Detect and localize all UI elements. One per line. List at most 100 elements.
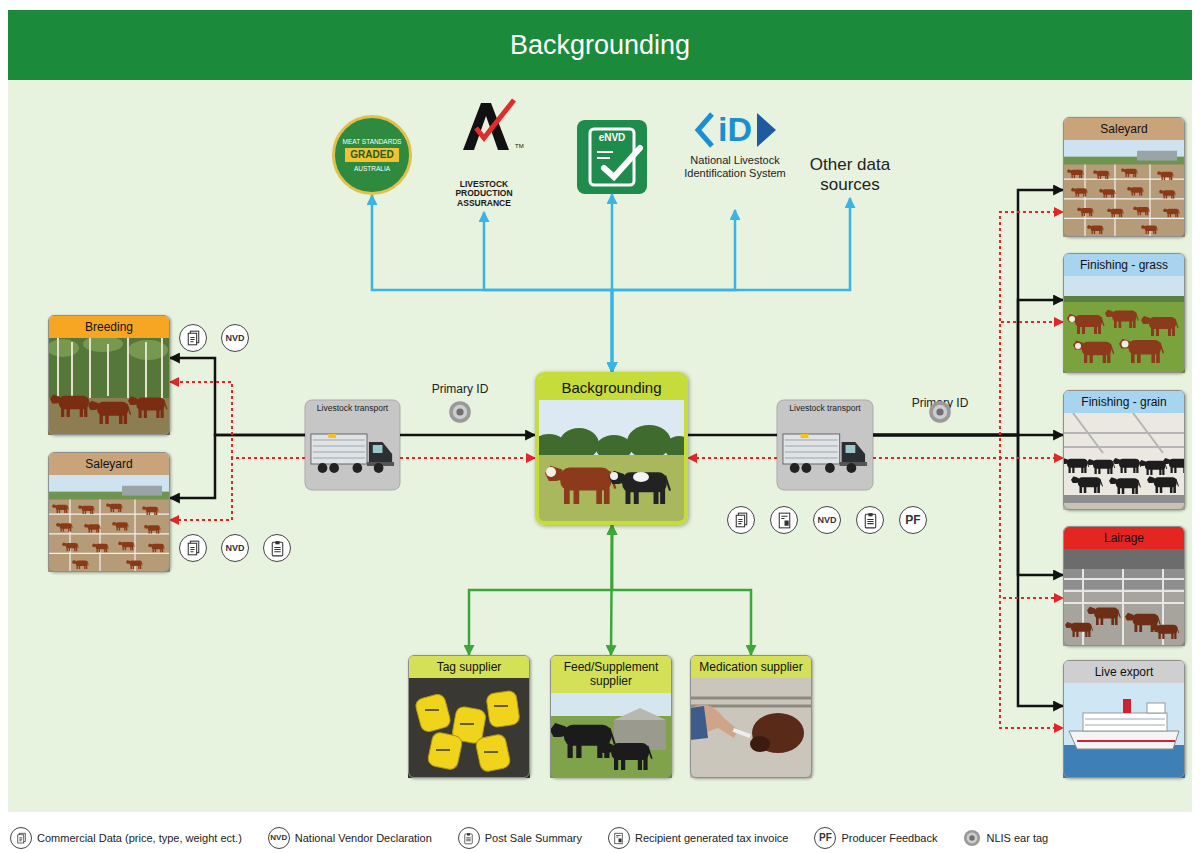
flow-connector — [612, 525, 751, 655]
badge-icon — [774, 510, 795, 531]
central-card: Backgrounding — [535, 372, 688, 525]
ear-tag-icon — [448, 400, 472, 424]
document-badge: NVD — [221, 534, 249, 562]
illustration-shape — [531, 400, 693, 521]
node-text: Livestock transport — [777, 400, 873, 414]
badge-icon-shape — [272, 541, 283, 556]
document-badge — [770, 506, 798, 534]
illustration-shape — [783, 434, 867, 473]
document-badge — [179, 534, 207, 562]
id-label: Primary ID — [410, 382, 510, 396]
flow-connector — [873, 435, 1063, 575]
illustration-shape — [463, 103, 509, 150]
legend-text: NLIS ear tag — [986, 832, 1048, 844]
badge-icon — [267, 538, 288, 559]
node-text: AUSTRALIA — [354, 165, 390, 172]
node-text: National Livestock Identification System — [676, 154, 794, 180]
logo-badge: eNVD — [577, 120, 647, 194]
flow-connector — [873, 212, 1063, 458]
flow-connector — [873, 300, 1063, 435]
nlis-logo-mark — [698, 113, 776, 147]
flow-connector — [873, 458, 1063, 598]
illustration-shape — [408, 678, 530, 778]
badge-icon — [731, 510, 752, 531]
badge-icon — [928, 400, 952, 424]
legend-item: Commercial Data (price, type, weight ect… — [10, 827, 242, 849]
illustration-shape — [476, 100, 514, 138]
illustration-shape — [1061, 413, 1191, 510]
badge-icon-shape — [615, 833, 623, 844]
flow-connector — [688, 434, 777, 437]
document-badge: PF — [899, 506, 927, 534]
document-badge — [458, 827, 480, 849]
stage-card: Live export — [1063, 660, 1185, 778]
flow-connector — [170, 458, 305, 520]
legend: Commercial Data (price, type, weight ect… — [10, 825, 1074, 851]
badge-text: NVD — [817, 516, 836, 525]
card-heading: Medication supplier — [691, 656, 811, 678]
stage-card: Saleyard — [48, 452, 170, 572]
envd-icon — [577, 120, 647, 194]
node-text: iD — [718, 112, 752, 146]
card-pictures — [47, 140, 1191, 778]
node-text: MEAT STANDARDS — [343, 138, 402, 145]
card-heading: Live export — [1064, 661, 1184, 683]
document-badge — [608, 827, 630, 849]
logo-badge: MEAT STANDARDS GRADED AUSTRALIA — [332, 115, 412, 195]
document-badge — [727, 506, 755, 534]
badge-icon-shape — [929, 401, 951, 423]
stage-card: Finishing - grass — [1063, 253, 1185, 373]
supplier-card: Tag supplier — [408, 655, 530, 778]
illustration-shape — [47, 336, 170, 435]
card-heading: Lairage — [1064, 527, 1184, 549]
flow-connector — [400, 457, 535, 459]
illustration-shape — [604, 148, 640, 177]
badge-icon-shape — [865, 513, 876, 528]
stage-card: Saleyard — [1063, 117, 1185, 237]
badge-icon-shape — [465, 833, 473, 844]
legend-text: National Vendor Declaration — [295, 832, 432, 844]
badge-text: NVD — [225, 544, 244, 553]
illustration-shape — [1063, 140, 1185, 237]
illustration-shape — [1063, 683, 1185, 778]
node-text: GRADED — [345, 148, 398, 162]
flow-connector — [170, 382, 305, 458]
flow-connector — [873, 458, 1063, 728]
document-badge — [10, 827, 32, 849]
card-heading: Breeding — [49, 316, 169, 338]
illustration-shape — [757, 113, 776, 147]
badge-icon — [448, 400, 472, 424]
badge-text: PF — [905, 514, 920, 526]
badge-icon — [461, 831, 476, 846]
ear-tag-icon — [963, 829, 981, 847]
legend-text: Post Sale Summary — [485, 832, 582, 844]
legend-text: Recipient generated tax invoice — [635, 832, 788, 844]
flow-connector — [873, 435, 1063, 706]
badge-icon-shape — [188, 331, 199, 345]
flow-connector — [484, 212, 612, 372]
document-badge — [263, 534, 291, 562]
flow-connector — [400, 434, 535, 437]
node-text: Livestock transport — [305, 400, 400, 414]
transport-box: Livestock transport — [305, 400, 400, 490]
illustration-shape — [577, 120, 647, 194]
stage-card: Lairage — [1063, 526, 1185, 646]
illustration-shape — [690, 678, 812, 778]
legend-item: Post Sale Summary — [458, 827, 582, 849]
flow-connector — [612, 198, 850, 372]
document-badge — [856, 506, 884, 534]
node-text: eNVD — [577, 132, 647, 144]
legend-item: NVDNational Vendor Declaration — [268, 827, 432, 849]
card-heading: Saleyard — [49, 453, 169, 475]
document-badge: NVD — [221, 324, 249, 352]
illustration-shape — [305, 400, 400, 490]
badge-icon — [183, 328, 204, 349]
flow-connector — [170, 435, 305, 498]
supplier-card: Feed/Supplement supplier — [550, 655, 672, 778]
flow-connector — [873, 322, 1063, 458]
badge-icon — [963, 829, 981, 847]
legend-text: Producer Feedback — [841, 832, 937, 844]
illustration-shape — [597, 152, 613, 158]
badge-icon-shape — [964, 830, 980, 846]
